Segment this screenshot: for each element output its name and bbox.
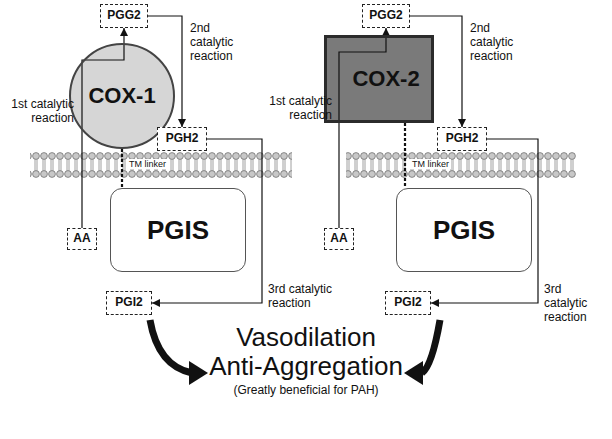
node-text: PGI2 <box>394 296 421 309</box>
effect-arrow <box>150 320 192 373</box>
metabolite-box: PGH2 <box>157 127 207 151</box>
cox2-square: COX-2 <box>324 35 434 123</box>
tm-linker <box>121 149 123 188</box>
membrane-bilayer <box>30 152 292 178</box>
node-text: PGH2 <box>166 132 199 145</box>
node-text: PGIS <box>147 216 209 245</box>
metabolite-box: PGG2 <box>100 4 148 28</box>
tm-linker <box>404 123 406 188</box>
linker-label: TM linker <box>127 159 168 169</box>
effect-arrow <box>422 320 440 373</box>
enzyme-box: PGIS <box>396 188 532 272</box>
membrane-bilayer <box>346 152 576 178</box>
reaction-label: 2nd catalytic reaction <box>470 22 534 63</box>
effect-text: Anti-Aggregation <box>106 352 506 382</box>
metabolite-box: AA <box>324 228 354 250</box>
node-text: COX-2 <box>352 67 419 91</box>
reaction-label: 2nd catalytic reaction <box>190 22 254 63</box>
reaction-arrow <box>339 28 386 228</box>
effect-text: Vasodilation <box>106 323 506 353</box>
metabolite-box: AA <box>67 228 97 250</box>
effect-arrowhead <box>404 361 423 385</box>
effect-arrowhead <box>189 361 208 385</box>
reaction-label: 1st catalytic reaction <box>4 98 74 126</box>
reaction-label: 1st catalytic reaction <box>268 95 332 123</box>
reaction-label: 3rd catalytic reaction <box>268 283 338 311</box>
effect-note: (Greatly beneficial for PAH) <box>106 384 506 398</box>
metabolite-box: PGG2 <box>362 4 410 28</box>
node-text: AA <box>73 232 90 245</box>
node-text: PGH2 <box>446 132 479 145</box>
square-fill <box>326 37 433 122</box>
connectors <box>82 16 538 303</box>
node-text: PGI2 <box>115 296 142 309</box>
node-text: AA <box>330 232 347 245</box>
enzyme-box: PGIS <box>110 188 246 272</box>
node-text: PGG2 <box>369 9 402 22</box>
reaction-arrow <box>148 16 182 127</box>
node-text: PGG2 <box>107 9 140 22</box>
linker-label: TM linker <box>410 159 451 169</box>
metabolite-box: PGI2 <box>385 291 431 315</box>
metabolite-box: PGH2 <box>437 127 487 151</box>
node-text: COX-1 <box>88 84 155 108</box>
node-text: PGIS <box>433 216 495 245</box>
metabolite-box: PGI2 <box>106 291 152 315</box>
reaction-label: 3rd catalytic reaction <box>544 283 606 324</box>
